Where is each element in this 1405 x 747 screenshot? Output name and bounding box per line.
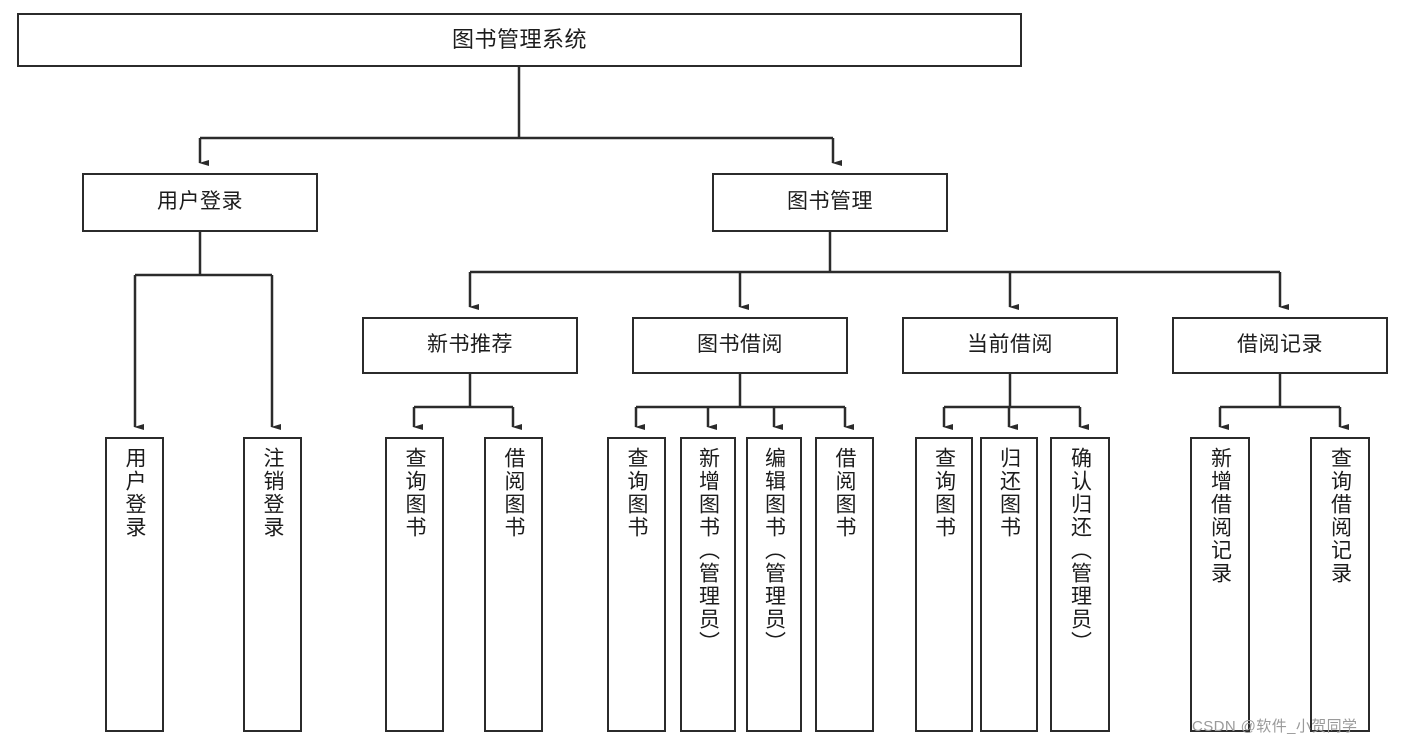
node-leaf-borrow-books-2-label: 借阅图书	[833, 447, 856, 539]
node-leaf-borrow-books-1-label: 借阅图书	[502, 447, 525, 539]
node-borrow-record-label: 借阅记录	[1237, 333, 1323, 357]
node-leaf-query-books-2-label: 查询图书	[625, 447, 648, 539]
node-leaf-query-books-1[interactable]: 查询图书	[385, 437, 444, 732]
node-leaf-query-borrow-record-label: 查询借阅记录	[1328, 447, 1352, 585]
node-leaf-query-books-3-label: 查询图书	[932, 447, 956, 539]
node-leaf-confirm-return-admin[interactable]: 确认归还（管理员）	[1050, 437, 1110, 732]
node-current-borrow-label: 当前借阅	[967, 333, 1053, 357]
node-leaf-query-books-1-label: 查询图书	[403, 447, 426, 539]
node-leaf-borrow-books-1[interactable]: 借阅图书	[484, 437, 543, 732]
node-root-label: 图书管理系统	[451, 27, 587, 53]
node-book-borrow-label: 图书借阅	[697, 333, 783, 357]
node-new-book-recommend[interactable]: 新书推荐	[362, 317, 578, 374]
node-book-management-label: 图书管理	[787, 190, 873, 214]
node-leaf-query-books-3[interactable]: 查询图书	[915, 437, 973, 732]
node-leaf-borrow-books-2[interactable]: 借阅图书	[815, 437, 874, 732]
node-book-management[interactable]: 图书管理	[712, 173, 948, 232]
node-leaf-return-books[interactable]: 归还图书	[980, 437, 1038, 732]
node-new-book-recommend-label: 新书推荐	[427, 333, 513, 357]
node-leaf-add-borrow-record-label: 新增借阅记录	[1208, 447, 1232, 585]
node-leaf-query-books-2[interactable]: 查询图书	[607, 437, 666, 732]
node-leaf-query-borrow-record[interactable]: 查询借阅记录	[1310, 437, 1370, 732]
node-leaf-return-books-label: 归还图书	[997, 447, 1021, 539]
node-leaf-edit-book-admin-label: 编辑图书（管理员）	[762, 447, 786, 654]
node-current-borrow[interactable]: 当前借阅	[902, 317, 1118, 374]
node-leaf-user-login[interactable]: 用户登录	[105, 437, 164, 732]
node-leaf-add-book-admin-label: 新增图书（管理员）	[696, 447, 720, 654]
node-user-login[interactable]: 用户登录	[82, 173, 318, 232]
node-leaf-user-login-label: 用户登录	[123, 447, 146, 539]
node-leaf-logout-login-label: 注销登录	[261, 447, 284, 539]
node-leaf-confirm-return-admin-label: 确认归还（管理员）	[1068, 447, 1092, 654]
node-borrow-record[interactable]: 借阅记录	[1172, 317, 1388, 374]
node-book-borrow[interactable]: 图书借阅	[632, 317, 848, 374]
node-user-login-label: 用户登录	[157, 190, 243, 214]
watermark-text: CSDN @软件_小贺同学	[1192, 718, 1358, 735]
node-root[interactable]: 图书管理系统	[17, 13, 1022, 67]
node-leaf-logout-login[interactable]: 注销登录	[243, 437, 302, 732]
node-leaf-edit-book-admin[interactable]: 编辑图书（管理员）	[746, 437, 802, 732]
node-leaf-add-borrow-record[interactable]: 新增借阅记录	[1190, 437, 1250, 732]
node-leaf-add-book-admin[interactable]: 新增图书（管理员）	[680, 437, 736, 732]
